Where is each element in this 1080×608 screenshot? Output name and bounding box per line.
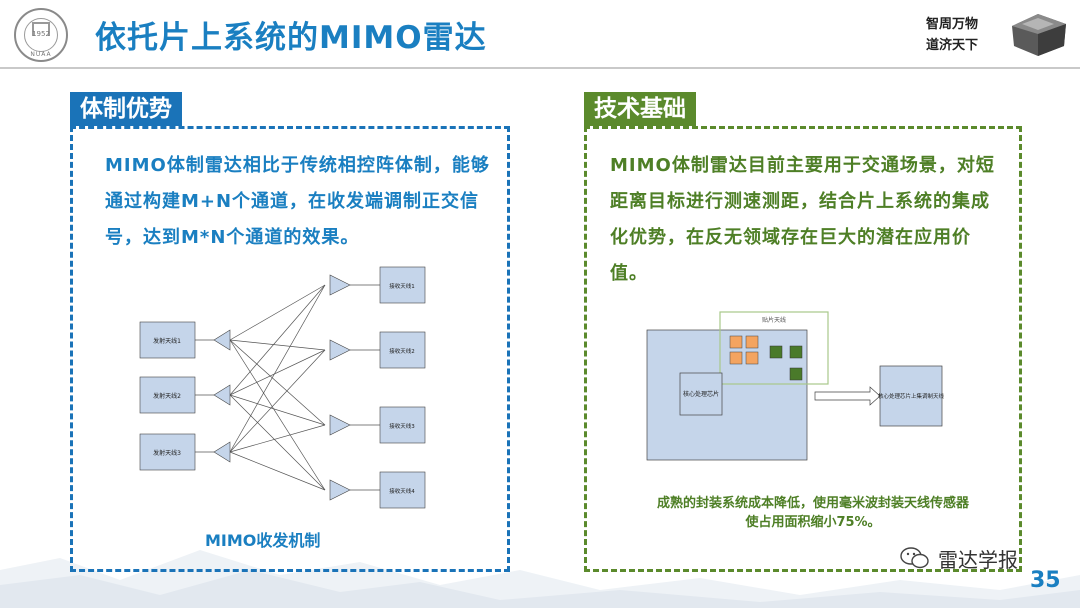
motto: 智周万物 道济天下 <box>926 14 978 56</box>
core-chip-left-label: 核心处理芯片 <box>683 390 719 398</box>
soc-diagram: 贴片天线 核心处理芯片 核心处理芯片上集调制天线 <box>646 311 945 461</box>
advantages-tag: 体制优势 <box>70 92 182 126</box>
advantages-panel <box>70 126 510 572</box>
technology-panel <box>584 126 1022 572</box>
motto-line-1: 智周万物 <box>926 17 979 32</box>
logo-year: 1952 <box>32 30 50 38</box>
rx-amplifier-icon-2 <box>329 339 351 361</box>
patch-element <box>789 367 803 381</box>
technology-text: MIMO体制雷达目前主要用于交通场景，对短距离目标进行测速测距，结合片上系统的集… <box>610 155 995 284</box>
soc-board <box>646 329 808 461</box>
rx-label-2: 接收天线2 <box>389 347 415 355</box>
core-chip-right-label: 核心处理芯片上集调制天线 <box>878 392 945 400</box>
rx-label-1: 接收天线1 <box>389 282 415 290</box>
tx-amplifier-icon-2 <box>213 384 231 406</box>
patch-element <box>745 335 759 349</box>
soc-diagram-caption: 成熟的封装系统成本降低，使用毫米波封装天线传感器 使占用面积缩小75%。 <box>596 494 1030 532</box>
tx-box-1 <box>139 321 196 359</box>
tx-label-1: 发射天线1 <box>153 337 181 345</box>
arrow-icon <box>814 386 881 406</box>
connection-lines <box>195 284 380 491</box>
patch-antenna-label: 贴片天线 <box>762 316 786 324</box>
brand-watermark: 雷达学报 <box>900 540 1018 576</box>
rx-label-4: 接收天线4 <box>389 487 415 495</box>
slide-title: 依托片上系统的MIMO雷达 <box>95 20 487 56</box>
rx-amplifier-icon-4 <box>329 479 351 501</box>
stone-emblem-icon <box>1012 14 1066 56</box>
core-chip-right <box>879 365 943 427</box>
patch-element <box>729 351 743 365</box>
logo-emblem <box>32 22 50 36</box>
tx-amplifier-icon-1 <box>213 329 231 351</box>
brand-name: 雷达学报 <box>938 547 1018 572</box>
slide-header: 1952 NUAA 依托片上系统的MIMO雷达 智周万物 道济天下 <box>0 0 1080 69</box>
tx-amplifier-icon-3 <box>213 441 231 463</box>
rx-box-1 <box>379 266 426 304</box>
motto-line-2: 道济天下 <box>926 38 979 53</box>
rx-amplifier-icon-3 <box>329 414 351 436</box>
tx-label-3: 发射天线3 <box>153 449 181 457</box>
patch-element <box>769 345 783 359</box>
patch-antenna-area <box>719 311 829 385</box>
rx-box-2 <box>379 331 426 369</box>
tx-box-3 <box>139 433 196 471</box>
tx-box-2 <box>139 376 196 414</box>
patch-element <box>745 351 759 365</box>
rx-box-3 <box>379 406 426 444</box>
logo-ring <box>24 18 58 52</box>
header-divider <box>0 67 1080 69</box>
technology-tag: 技术基础 <box>584 92 696 126</box>
rx-group: 接收天线1 接收天线2 接收天线3 接收天线4 <box>329 266 426 509</box>
mountain-background <box>0 550 1080 608</box>
soc-caption-line-1: 成熟的封装系统成本降低，使用毫米波封装天线传感器 <box>656 496 969 511</box>
mimo-diagram-caption: MIMO收发机制 <box>205 531 321 550</box>
tx-label-2: 发射天线2 <box>153 392 181 400</box>
patch-element <box>729 335 743 349</box>
soc-caption-line-2: 使占用面积缩小75%。 <box>745 515 881 530</box>
advantages-text: MIMO体制雷达相比于传统相控阵体制，能够通过构建M+N个通道，在收发端调制正交… <box>105 155 490 248</box>
mimo-diagram: 发射天线1 发射天线2 发射天线3 接收天线1 接收天线2 接收天线3 接收天线… <box>139 266 426 509</box>
page-number: 35 <box>1030 568 1061 593</box>
rx-amplifier-icon-1 <box>329 274 351 296</box>
tx-group: 发射天线1 发射天线2 发射天线3 <box>139 321 231 471</box>
logo-abbreviation: NUAA <box>30 51 52 58</box>
wechat-icon <box>900 547 929 569</box>
core-chip-left <box>679 372 723 416</box>
rx-box-4 <box>379 471 426 509</box>
patch-element <box>789 345 803 359</box>
university-logo: 1952 NUAA <box>14 8 68 62</box>
rx-label-3: 接收天线3 <box>389 422 415 430</box>
